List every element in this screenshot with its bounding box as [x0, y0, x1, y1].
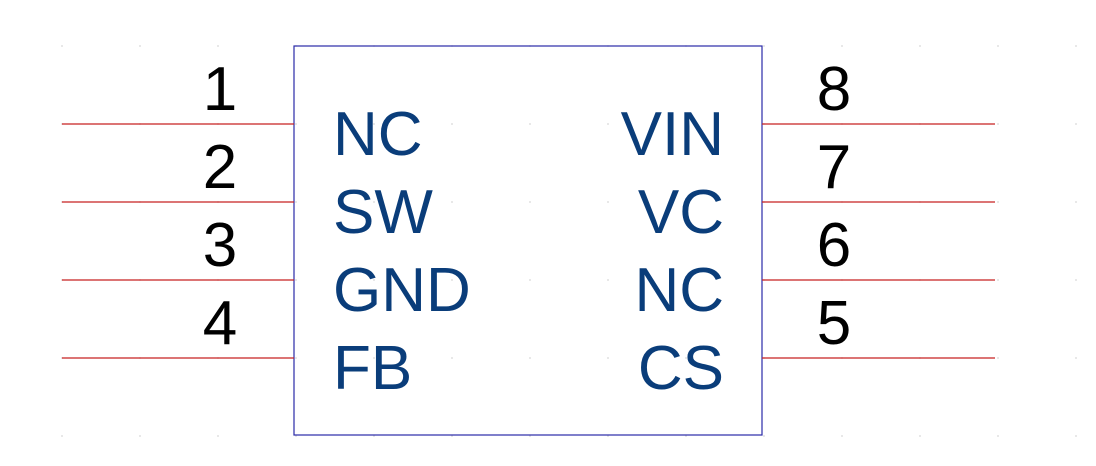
pin-6-name: NC	[634, 256, 724, 325]
pin-5-number: 5	[817, 289, 851, 358]
grid-dot	[373, 123, 375, 125]
grid-dot	[373, 201, 375, 203]
pin-7-number: 7	[817, 133, 851, 202]
pin-3-name: GND	[333, 256, 471, 325]
grid-dot	[607, 201, 609, 203]
pin-4-number: 4	[203, 289, 237, 358]
grid-dot	[997, 201, 999, 203]
grid-dot	[997, 279, 999, 281]
grid-dot	[1075, 45, 1077, 47]
pin-1-number: 1	[203, 55, 237, 124]
grid-dot	[451, 279, 453, 281]
grid-dot	[607, 279, 609, 281]
pin-7-name: VC	[638, 178, 724, 247]
pin-3-number: 3	[203, 211, 237, 280]
grid-dot	[997, 45, 999, 47]
grid-dot	[451, 357, 453, 359]
pin-4-name: FB	[333, 334, 412, 403]
grid-dot	[997, 435, 999, 437]
grid-dot	[529, 279, 531, 281]
grid-dot	[529, 201, 531, 203]
grid-dot	[529, 123, 531, 125]
grid-dot	[295, 201, 297, 203]
grid-dot	[607, 357, 609, 359]
ic-body[interactable]	[293, 45, 763, 436]
pin-6-number: 6	[817, 211, 851, 280]
grid-dot	[373, 357, 375, 359]
grid-dot	[685, 279, 687, 281]
grid-dot	[295, 357, 297, 359]
pin-8-number: 8	[817, 55, 851, 124]
grid-dot	[61, 45, 63, 47]
grid-dot	[685, 357, 687, 359]
grid-dot	[139, 435, 141, 437]
grid-dot	[1075, 123, 1077, 125]
grid-dot	[529, 357, 531, 359]
pin-5-name: CS	[638, 334, 724, 403]
grid-dot	[685, 123, 687, 125]
grid-dot	[997, 357, 999, 359]
grid-dot	[1075, 435, 1077, 437]
pin-2-number: 2	[203, 133, 237, 202]
grid-dot	[1075, 357, 1077, 359]
grid-dot	[139, 45, 141, 47]
grid-dot	[841, 45, 843, 47]
grid-dot	[763, 435, 765, 437]
grid-dot	[1075, 279, 1077, 281]
grid-dot	[217, 435, 219, 437]
pin-8-name: VIN	[621, 100, 724, 169]
grid-dot	[295, 123, 297, 125]
grid-dot	[373, 279, 375, 281]
pin-1-name: NC	[333, 100, 423, 169]
grid-dot	[451, 123, 453, 125]
grid-dot	[61, 435, 63, 437]
grid-dot	[763, 45, 765, 47]
grid-dot	[217, 45, 219, 47]
grid-dot	[685, 201, 687, 203]
grid-dot	[607, 123, 609, 125]
grid-dot	[919, 45, 921, 47]
grid-dot	[295, 279, 297, 281]
grid-dot	[997, 123, 999, 125]
grid-dot	[841, 435, 843, 437]
grid-dot	[1075, 201, 1077, 203]
grid-dot	[919, 435, 921, 437]
grid-dot	[451, 201, 453, 203]
pin-2-name: SW	[333, 178, 433, 247]
